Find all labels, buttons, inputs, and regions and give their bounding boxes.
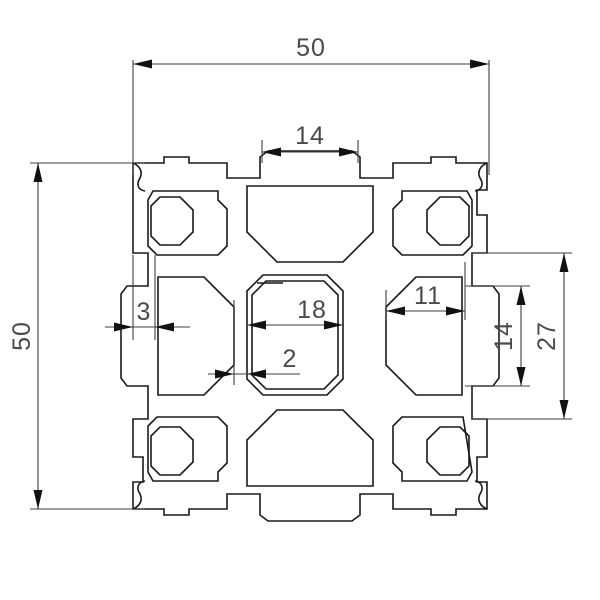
dim-label-right-14: 14 (490, 321, 518, 351)
dim-label-center-18: 18 (297, 296, 327, 324)
arrow-50h-top (33, 163, 43, 182)
profile-cross-section (120, 150, 500, 522)
arrow-3-left (114, 322, 133, 332)
corner-bore-bottom-right (426, 426, 470, 476)
dim-label-height-50: 50 (8, 321, 36, 351)
inner-wall-bottom-left (147, 416, 228, 482)
arrow-18-left (247, 320, 266, 330)
inner-wall-top-left (147, 190, 228, 256)
corner-bore-top-right (426, 196, 470, 246)
arrow-50h-bottom (33, 490, 43, 509)
dim-label-center-2: 2 (283, 345, 298, 373)
dimension-texts: 50 50 14 3 18 2 11 14 27 (8, 34, 561, 373)
corner-bore-bottom-left (150, 426, 194, 476)
cavity-bottom (246, 409, 374, 487)
arrow-14v-top (516, 286, 526, 305)
cavity-top (246, 185, 374, 263)
dim-label-right-11: 11 (414, 282, 442, 310)
dim-label-width-50: 50 (296, 34, 326, 62)
arrow-2-right (247, 369, 266, 379)
arrow-27-top (559, 253, 569, 272)
corner-notch-top-right (474, 162, 488, 192)
corner-notch-bottom-left (132, 480, 146, 510)
arrow-11-right (446, 306, 465, 316)
arrow-18-right (324, 320, 343, 330)
arrow-27-bottom (559, 400, 569, 419)
dim-label-top-14: 14 (295, 122, 325, 150)
dim-label-right-27: 27 (533, 321, 561, 351)
corner-bore-top-left (150, 196, 194, 246)
dim-label-left-3: 3 (137, 298, 152, 326)
arrow-50w-left (133, 59, 152, 69)
arrow-2-left (215, 369, 234, 379)
arrow-14-right (339, 147, 358, 157)
dimension-arrowheads (33, 59, 569, 509)
arrow-14v-bottom (516, 367, 526, 386)
corner-notch-bottom-right (474, 480, 488, 510)
dimension-lines (30, 60, 572, 510)
center-bore-inner (251, 280, 339, 390)
inner-wall-top-right (392, 190, 473, 256)
arrow-50w-right (470, 59, 489, 69)
cavity-right (385, 276, 463, 396)
arrow-3-right (155, 322, 174, 332)
corner-notch-top-left (132, 162, 146, 192)
arrow-14-left (262, 147, 281, 157)
arrow-11-left (386, 306, 405, 316)
center-bore (246, 274, 344, 396)
